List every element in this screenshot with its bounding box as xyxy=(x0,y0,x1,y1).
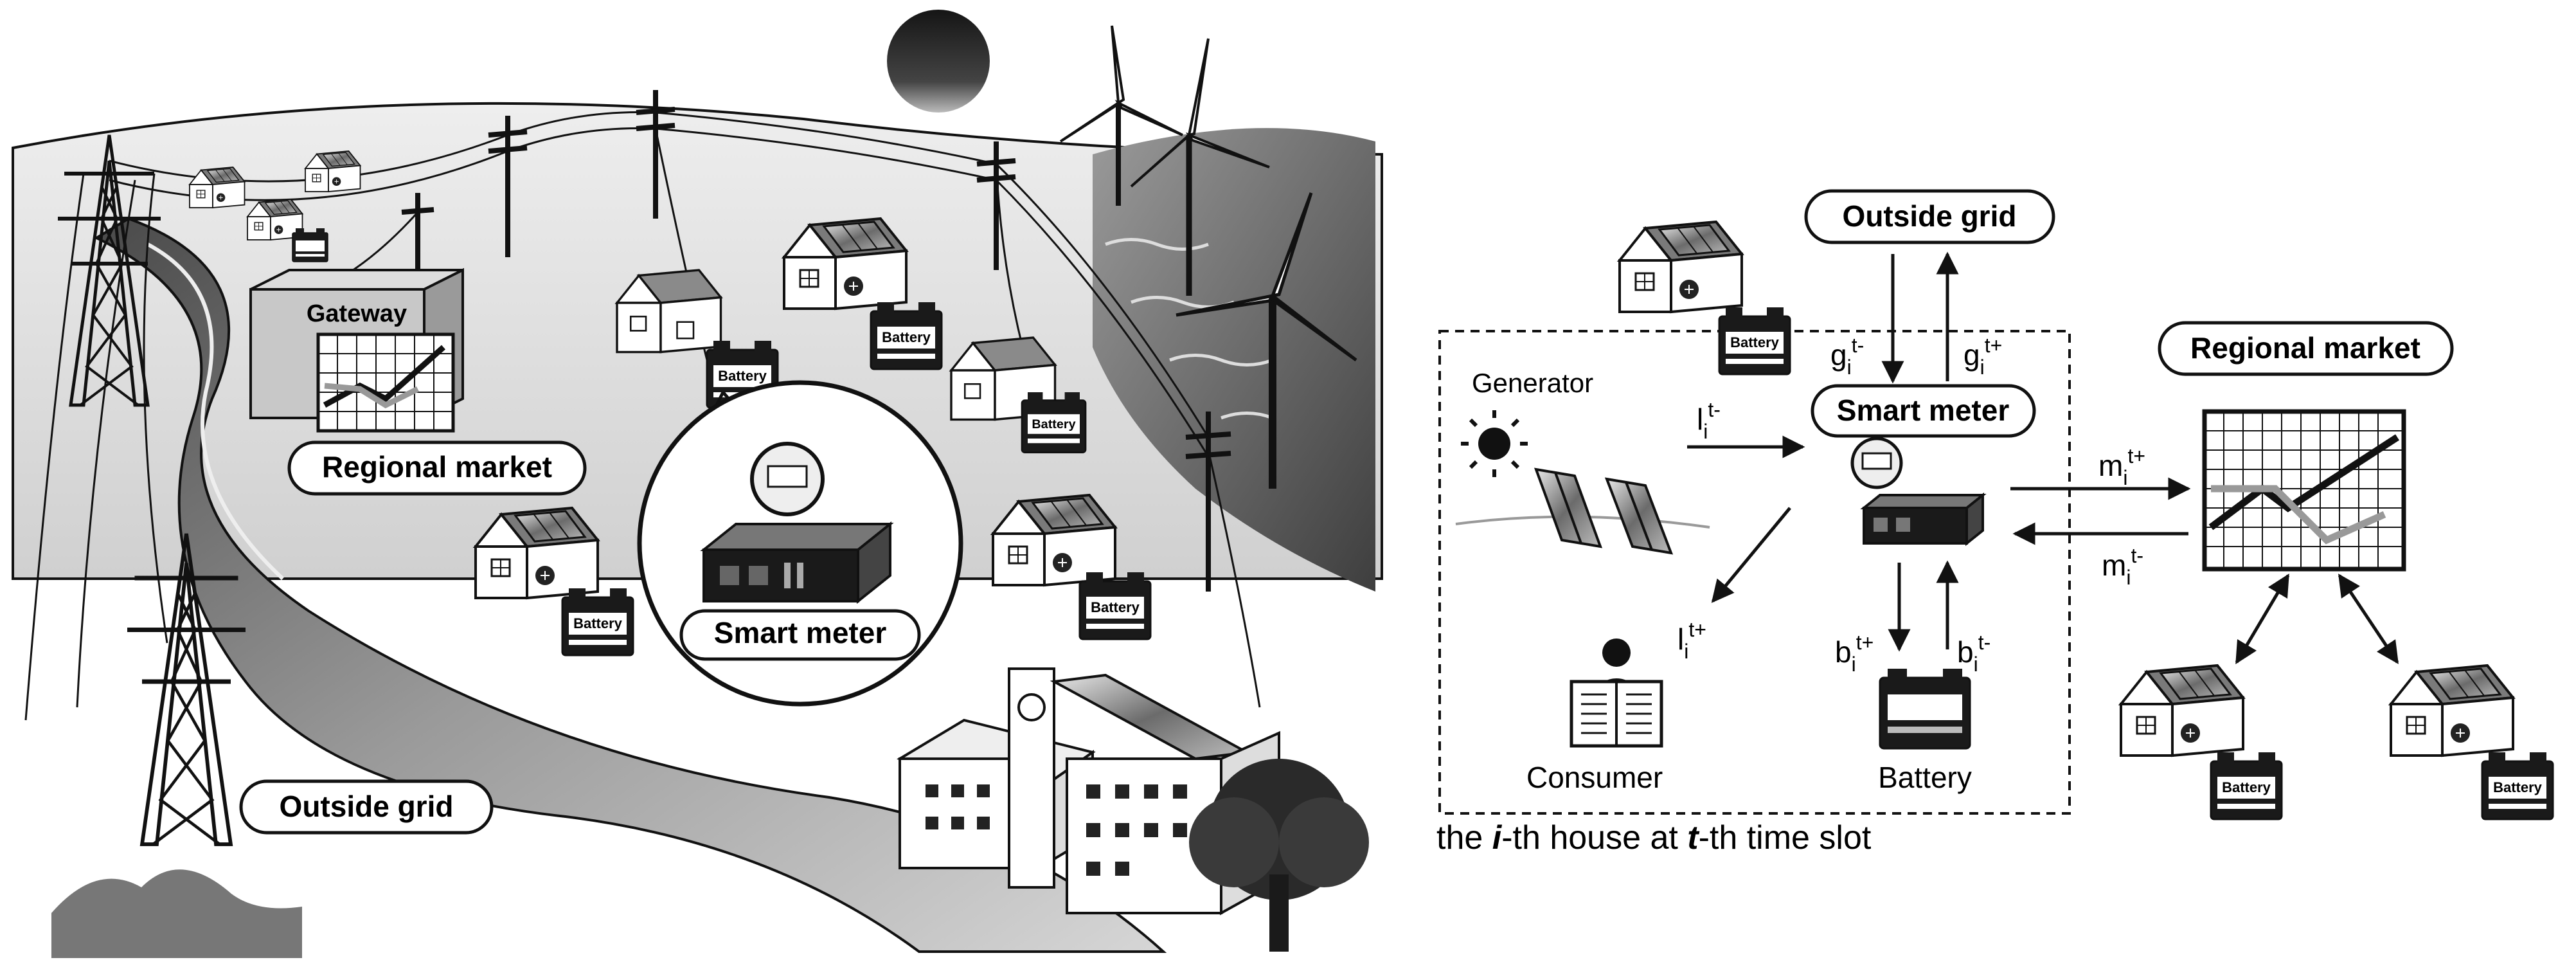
b-minus-symbol: bit- xyxy=(1957,631,1990,676)
l-plus-symbol: lit+ xyxy=(1677,618,1706,663)
battery-icon: Battery xyxy=(1078,571,1152,640)
battery-icon: Battery xyxy=(561,587,634,657)
b-plus-symbol: bit+ xyxy=(1835,631,1874,676)
sun-icon xyxy=(1461,410,1528,477)
g-minus-symbol: git- xyxy=(1830,334,1864,379)
solar-panel-icon xyxy=(1534,467,1674,555)
smart-meter-pill: Smart meter xyxy=(1811,384,2036,438)
outside-grid-pill: Outside grid xyxy=(1804,189,2055,244)
l-minus-symbol: lit- xyxy=(1697,398,1721,443)
battery-label: Battery xyxy=(718,368,767,384)
sea-waves xyxy=(1105,238,1273,420)
outside-grid-label: Outside grid xyxy=(280,790,454,823)
battery-label: Battery xyxy=(573,615,623,631)
battery-icon: Battery xyxy=(706,340,779,409)
right-diagram: Battery Outside grid Smart meter git- gi… xyxy=(1436,189,2554,856)
battery-label: Battery xyxy=(2493,779,2543,795)
smart-meter-bubble: Smart meter xyxy=(637,380,963,707)
house-icon xyxy=(1618,221,1743,313)
battery-icon: Battery xyxy=(870,301,943,370)
outside-grid-pill: Outside grid xyxy=(239,779,494,835)
chart-board-icon xyxy=(316,332,455,433)
wind-turbine-icon xyxy=(1059,25,1183,206)
smart-meter-label: Smart meter xyxy=(1837,394,2010,427)
regional-market-label: Regional market xyxy=(322,450,552,484)
battery-caption: Battery xyxy=(1878,761,1972,794)
house-icon xyxy=(614,269,723,354)
battery-icon: Battery xyxy=(1021,391,1087,453)
tree-icon xyxy=(1189,759,1369,952)
regional-market-pill: Regional market xyxy=(287,440,587,496)
battery-label: Battery xyxy=(2222,779,2271,795)
market-house-arrow xyxy=(2235,573,2290,665)
battery-label: Battery xyxy=(1730,334,1780,350)
m-minus-symbol: mit- xyxy=(2102,544,2143,589)
left-scene: Battery Battery Battery Battery Battery xyxy=(12,10,1383,958)
battery-label: Battery xyxy=(882,329,931,345)
boundary-caption: the i-th house at t-th time slot xyxy=(1436,819,1872,856)
g-plus-symbol: git+ xyxy=(1963,334,2002,379)
battery-icon: Battery xyxy=(2481,751,2554,820)
battery-icon: Battery xyxy=(2210,751,2283,820)
market-chart-icon xyxy=(2202,409,2406,572)
regional-market-label: Regional market xyxy=(2190,331,2420,365)
wind-turbine-icon xyxy=(1176,192,1357,489)
gateway-label: Gateway xyxy=(307,300,407,327)
sun-icon xyxy=(887,10,990,113)
consumer-icon xyxy=(1570,638,1663,748)
smart-meter-label: Smart meter xyxy=(714,616,887,649)
generator-label: Generator xyxy=(1472,368,1593,398)
grass xyxy=(51,869,302,958)
meter-to-consumer-arrow xyxy=(1711,507,1791,603)
house-icon xyxy=(2390,664,2514,757)
battery-label: Battery xyxy=(1032,417,1075,431)
battery-icon xyxy=(292,228,328,262)
market-house-arrow xyxy=(2338,574,2399,664)
smart-meter-device-icon xyxy=(1850,437,1987,547)
battery-label: Battery xyxy=(1091,599,1140,615)
regional-market-pill: Regional market xyxy=(2158,321,2454,376)
house-icon xyxy=(2120,664,2244,757)
outside-grid-label: Outside grid xyxy=(1843,199,2017,233)
m-plus-symbol: mit+ xyxy=(2098,444,2145,489)
wind-turbine-icon xyxy=(1130,38,1270,296)
battery-icon xyxy=(1879,669,1971,750)
sea xyxy=(1093,128,1375,592)
gateway-building: Gateway xyxy=(249,267,464,433)
house-icon xyxy=(949,336,1057,421)
battery-icon: Battery xyxy=(1718,306,1791,376)
consumer-label: Consumer xyxy=(1526,761,1663,794)
